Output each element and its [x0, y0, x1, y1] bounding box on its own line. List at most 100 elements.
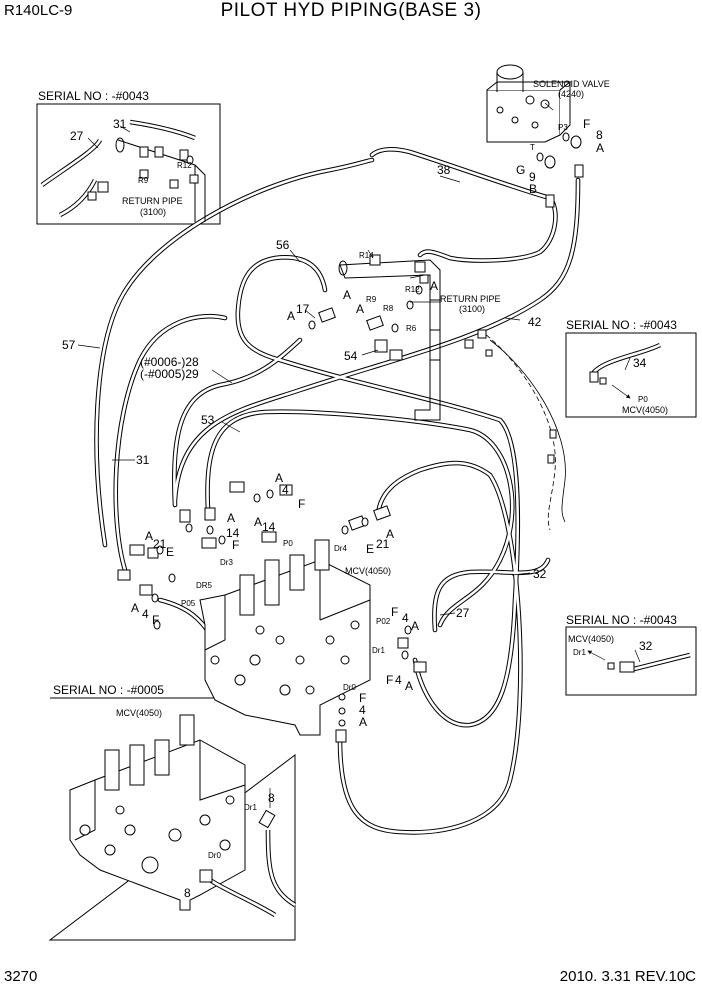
callout-lw-f: F — [152, 613, 159, 627]
callout-27: 27 — [456, 606, 470, 620]
port-r12: R12 — [405, 285, 420, 294]
inset-rt-callout-34: 34 — [633, 356, 647, 370]
solenoid-valve-label: SOLENOID VALVE — [533, 79, 610, 89]
inset-tl-return-pipe-code: (3100) — [140, 207, 166, 217]
port-r9: R9 — [366, 295, 377, 304]
callout-rt-e: E — [366, 542, 374, 556]
port-r8: R8 — [383, 304, 394, 313]
callout-sv-f: F — [583, 117, 590, 131]
port-r6: R6 — [406, 324, 417, 333]
callout-sv-b: B — [529, 182, 537, 196]
callout-mid-14a: 14 — [226, 526, 240, 540]
callout-mid-a2: A — [227, 511, 235, 525]
callout-top-17: 17 — [296, 302, 310, 316]
sv-port-t: T — [530, 143, 535, 152]
callout-57: 57 — [62, 338, 76, 352]
inset-rb-callout-32: 32 — [639, 639, 653, 653]
leader-lines — [77, 102, 641, 808]
callout-28: (#0006-)28 — [140, 355, 199, 369]
callout-top-a4: A — [430, 279, 438, 293]
callout-29: (-#0005)29 — [140, 367, 199, 381]
port-r14: R14 — [359, 251, 374, 260]
callout-32: 32 — [533, 567, 547, 581]
callout-42: 42 — [528, 315, 542, 329]
mcv-inset-block — [69, 714, 246, 911]
port-dr5: DR5 — [196, 581, 213, 590]
inset-rb-serial: SERIAL NO : -#0043 — [566, 613, 677, 627]
fittings — [87, 132, 635, 883]
inset-tl-serial: SERIAL NO : -#0043 — [38, 89, 149, 103]
inset-bl-callout-8b: 8 — [184, 886, 191, 900]
return-pipe-bracket — [338, 259, 441, 421]
inset-bl-serial: SERIAL NO : -#0005 — [53, 683, 164, 697]
callout-rw-a1: A — [411, 619, 419, 633]
callout-rw-f1: F — [391, 605, 398, 619]
port-dr3: Dr3 — [220, 558, 233, 567]
inset-tl-return-pipe: RETURN PIPE — [122, 196, 183, 206]
solenoid-valve-code: (4240) — [558, 89, 584, 99]
callout-rw-f2: F — [386, 673, 393, 687]
mcv-label-main: MCV(4050) — [345, 566, 391, 576]
callout-rt-21: 21 — [376, 537, 390, 551]
callout-54: 54 — [344, 349, 358, 363]
callout-mid-4: 4 — [282, 483, 289, 497]
port-dr0: Dr0 — [343, 683, 356, 692]
callout-lw-a: A — [131, 601, 139, 615]
inset-rb-port-dr1: Dr1 — [573, 648, 586, 657]
return-line-dashed — [479, 329, 566, 531]
solenoid-valve — [486, 64, 572, 143]
callout-53: 53 — [201, 413, 215, 427]
inset-right-bottom — [565, 626, 697, 696]
callout-mid-f2: F — [232, 538, 239, 552]
callout-mid-14b: 14 — [262, 520, 276, 534]
callout-rw-a2: A — [405, 679, 413, 693]
callout-lw-4: 4 — [142, 607, 149, 621]
page-number: 3270 — [4, 968, 38, 985]
inset-rt-mcv: MCV(4050) — [622, 405, 668, 415]
callout-sv-a: A — [596, 141, 604, 155]
inset-rt-serial: SERIAL NO : -#0043 — [566, 318, 677, 332]
inset-tl-callout-27: 27 — [70, 129, 84, 143]
callout-mid-21a: 21 — [153, 537, 167, 551]
callout-mid-a1: A — [275, 471, 283, 485]
callout-mid-e1: E — [166, 545, 174, 559]
callout-top-a1: A — [287, 309, 295, 323]
callout-rw-4a: 4 — [402, 611, 409, 625]
mcv-main-block — [199, 539, 371, 736]
inset-right-top — [565, 332, 697, 418]
port-dr1: Dr1 — [372, 646, 385, 655]
inset-bl-mcv: MCV(4050) — [116, 708, 162, 718]
callout-mid-f1: F — [298, 497, 305, 511]
page-title: PILOT HYD PIPING(BASE 3) — [220, 0, 482, 21]
inset-bl-callout-8a: 8 — [268, 791, 275, 805]
date-revision: 2010. 3.31 REV.10C — [559, 968, 696, 985]
callout-dr0-a: A — [359, 715, 367, 729]
callout-top-a2: A — [356, 302, 364, 316]
callout-56: 56 — [276, 238, 290, 252]
callout-dr0-f: F — [359, 691, 366, 705]
callout-dr0-4: 4 — [359, 703, 366, 717]
return-pipe-label: RETURN PIPE — [440, 294, 501, 304]
inset-tl-port-r12: R12 — [177, 161, 192, 170]
callout-sv-8: 8 — [596, 128, 603, 142]
inset-bl-port-dr0: Dr0 — [208, 851, 221, 860]
callout-rt-a: A — [386, 527, 394, 541]
inset-tl-callout-31: 31 — [113, 117, 127, 131]
inset-tl-port-r9: R9 — [138, 176, 149, 185]
callout-sv-9: 9 — [529, 170, 536, 184]
inset-top-left — [36, 103, 221, 225]
sv-port-p3: P3 — [558, 123, 568, 132]
inset-rb-mcv: MCV(4050) — [568, 634, 614, 644]
callout-mid-a3: A — [254, 515, 262, 529]
return-pipe-code: (3100) — [459, 304, 485, 314]
callout-top-a3: A — [343, 288, 351, 302]
port-p02: P02 — [376, 617, 391, 626]
port-dr4: Dr4 — [334, 544, 347, 553]
callout-rw-4b: 4 — [395, 673, 402, 687]
port-p05: P05 — [181, 599, 196, 608]
port-p0: P0 — [283, 539, 293, 548]
callout-38: 38 — [437, 163, 451, 177]
callout-31: 31 — [136, 453, 150, 467]
